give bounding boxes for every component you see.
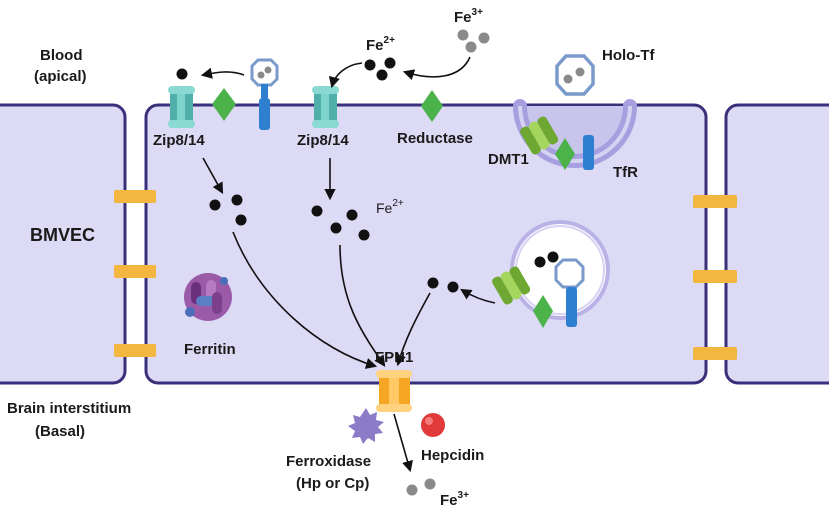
zip-channel-mid-icon xyxy=(312,86,339,128)
label-ferroxidase: Ferroxidase xyxy=(286,453,371,470)
reductase-icon xyxy=(421,90,443,122)
label-apical: (apical) xyxy=(34,68,87,85)
junction-right-3 xyxy=(693,347,737,360)
tfr-holo-tf-left-icon xyxy=(250,58,279,130)
zip-channel-left-icon xyxy=(168,86,195,128)
dmt1-icon xyxy=(520,116,559,155)
left-neighbor-cell xyxy=(0,103,127,385)
label-blood: Blood xyxy=(40,47,83,64)
fe3-dots-bottom xyxy=(406,478,436,496)
ferroxidase-icon xyxy=(348,408,384,444)
holo-tf-icon xyxy=(555,54,595,96)
arrow-fe3-to-fe2 xyxy=(402,56,471,81)
fpn1-icon xyxy=(376,370,412,412)
endosome-reductase-icon xyxy=(533,295,553,328)
endosome-dmt1-icon xyxy=(492,266,531,305)
junction-right-2 xyxy=(693,270,737,283)
fe2-dot-apical-left xyxy=(176,68,188,80)
tight-junctions xyxy=(114,190,737,360)
label-fe2-mid: Fe2+ xyxy=(376,198,404,216)
label-fpn1: FPN1 xyxy=(375,349,413,366)
label-dmt1: DMT1 xyxy=(488,151,529,168)
ferritin-icon xyxy=(184,273,232,321)
label-reductase: Reductase xyxy=(397,130,473,147)
arrow-left-to-fpn xyxy=(232,231,378,369)
right-neighbor-cell xyxy=(724,103,829,385)
label-holo-tf: Holo-Tf xyxy=(602,47,655,64)
label-zip-left: Zip8/14 xyxy=(153,132,205,149)
arrow-zip-left-down xyxy=(202,157,224,194)
label-hepcidin: Hepcidin xyxy=(421,447,484,464)
arrows xyxy=(200,56,496,473)
label-zip-mid: Zip8/14 xyxy=(297,132,349,149)
junction-left-2 xyxy=(114,265,156,278)
fe2-dots-endosome-exit xyxy=(427,277,459,293)
arrow-tfr-to-apical xyxy=(200,67,245,79)
hepcidin-icon xyxy=(421,413,445,437)
fe2-dots-mid-cytosol xyxy=(311,205,370,241)
label-ferritin: Ferritin xyxy=(184,341,236,358)
endosome xyxy=(510,220,610,327)
label-fe3-bottom: Fe3+ xyxy=(440,490,469,509)
arrow-dmt1-to-cytosol xyxy=(460,288,496,304)
arrow-endo-to-fpn xyxy=(395,292,431,367)
label-brain-interstitium: Brain interstitium xyxy=(7,400,131,417)
fe3-dots-top xyxy=(457,29,490,53)
label-basal: (Basal) xyxy=(35,423,85,440)
junction-left-1 xyxy=(114,190,156,203)
label-fe3-top: Fe3+ xyxy=(454,7,483,26)
pit-reductase-icon xyxy=(555,138,575,170)
reductase-left-icon xyxy=(212,88,236,121)
label-bmvec: BMVEC xyxy=(30,225,95,245)
label-tfr: TfR xyxy=(613,164,638,181)
arrow-mid-to-fpn xyxy=(339,244,386,367)
arrow-fpn-out xyxy=(393,413,413,473)
junction-left-3 xyxy=(114,344,156,357)
arrow-fe2-to-zip-mid xyxy=(328,62,363,89)
fe2-dots-left-cytosol xyxy=(209,194,247,226)
label-hp-or-cp: (Hp or Cp) xyxy=(296,475,369,492)
junction-right-1 xyxy=(693,195,737,208)
label-fe2-top: Fe2+ xyxy=(366,35,395,54)
tfr-icon xyxy=(583,135,594,170)
fe2-dots-top xyxy=(364,57,396,81)
